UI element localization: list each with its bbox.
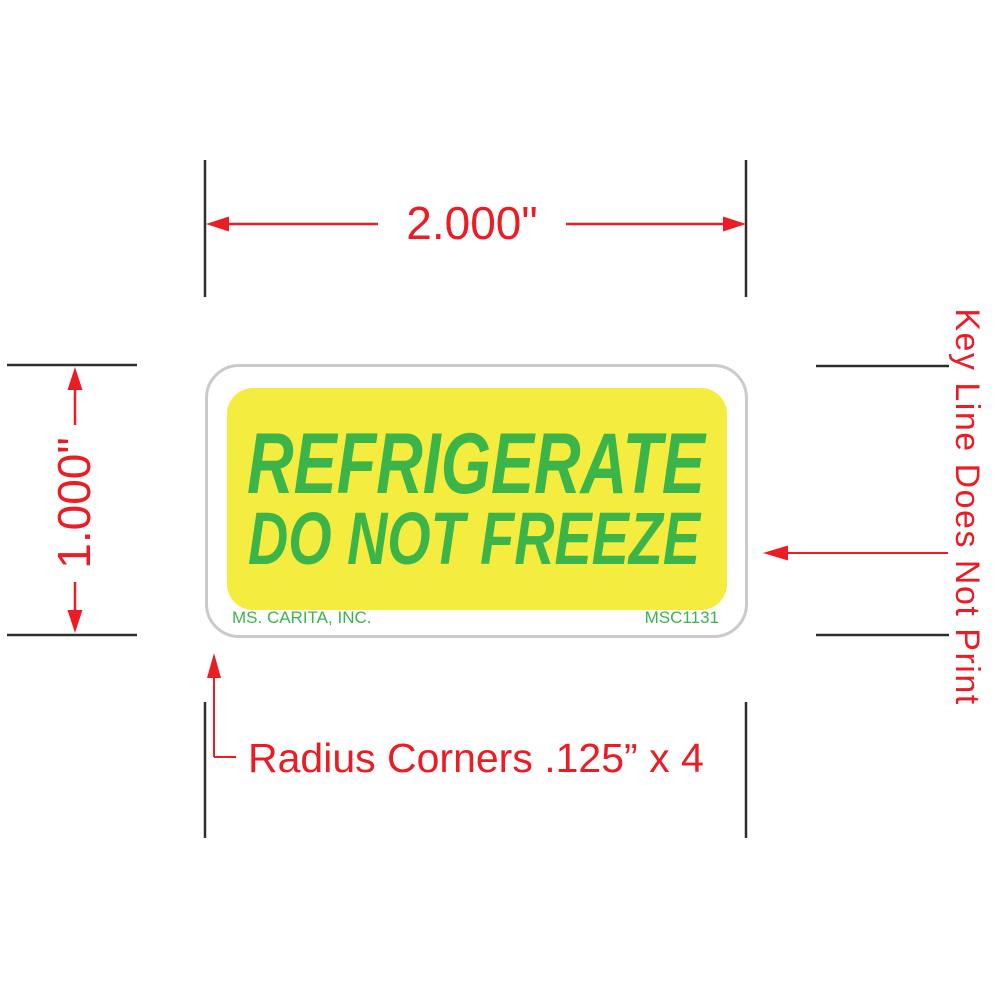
label-item-code: MSC1131 <box>644 608 719 627</box>
keyline-note: Key Line Does Not Print <box>948 308 986 706</box>
arrowhead-up-icon <box>67 367 83 390</box>
radius-pointer-arrow <box>207 653 236 758</box>
label-headline-line2: DO NOT FREEZE <box>248 497 702 580</box>
width-dimension-value: 2.000" <box>406 197 538 249</box>
width-dimension-arrow <box>206 216 746 232</box>
arrowhead-up-icon <box>207 653 221 678</box>
label-artwork: REFRIGERATE DO NOT FREEZE MS. CARITA, IN… <box>205 364 748 638</box>
radius-corners-note: Radius Corners .125” x 4 <box>248 735 704 781</box>
arrowhead-right-icon <box>723 216 746 232</box>
label-headline-line1: REFRIGERATE <box>247 416 707 512</box>
arrowhead-left-icon <box>763 545 788 561</box>
arrowhead-down-icon <box>67 610 83 633</box>
arrowhead-left-icon <box>206 216 229 232</box>
label-headline: REFRIGERATE DO NOT FREEZE <box>247 416 707 580</box>
keyline-pointer-arrow <box>763 545 948 561</box>
height-dimension-value: 1.000" <box>48 437 100 569</box>
label-footer: MS. CARITA, INC. MSC1131 <box>232 608 719 628</box>
label-yellow-panel: REFRIGERATE DO NOT FREEZE <box>227 388 727 610</box>
height-dimension-arrow <box>67 367 83 633</box>
label-brand: MS. CARITA, INC. <box>232 608 372 627</box>
